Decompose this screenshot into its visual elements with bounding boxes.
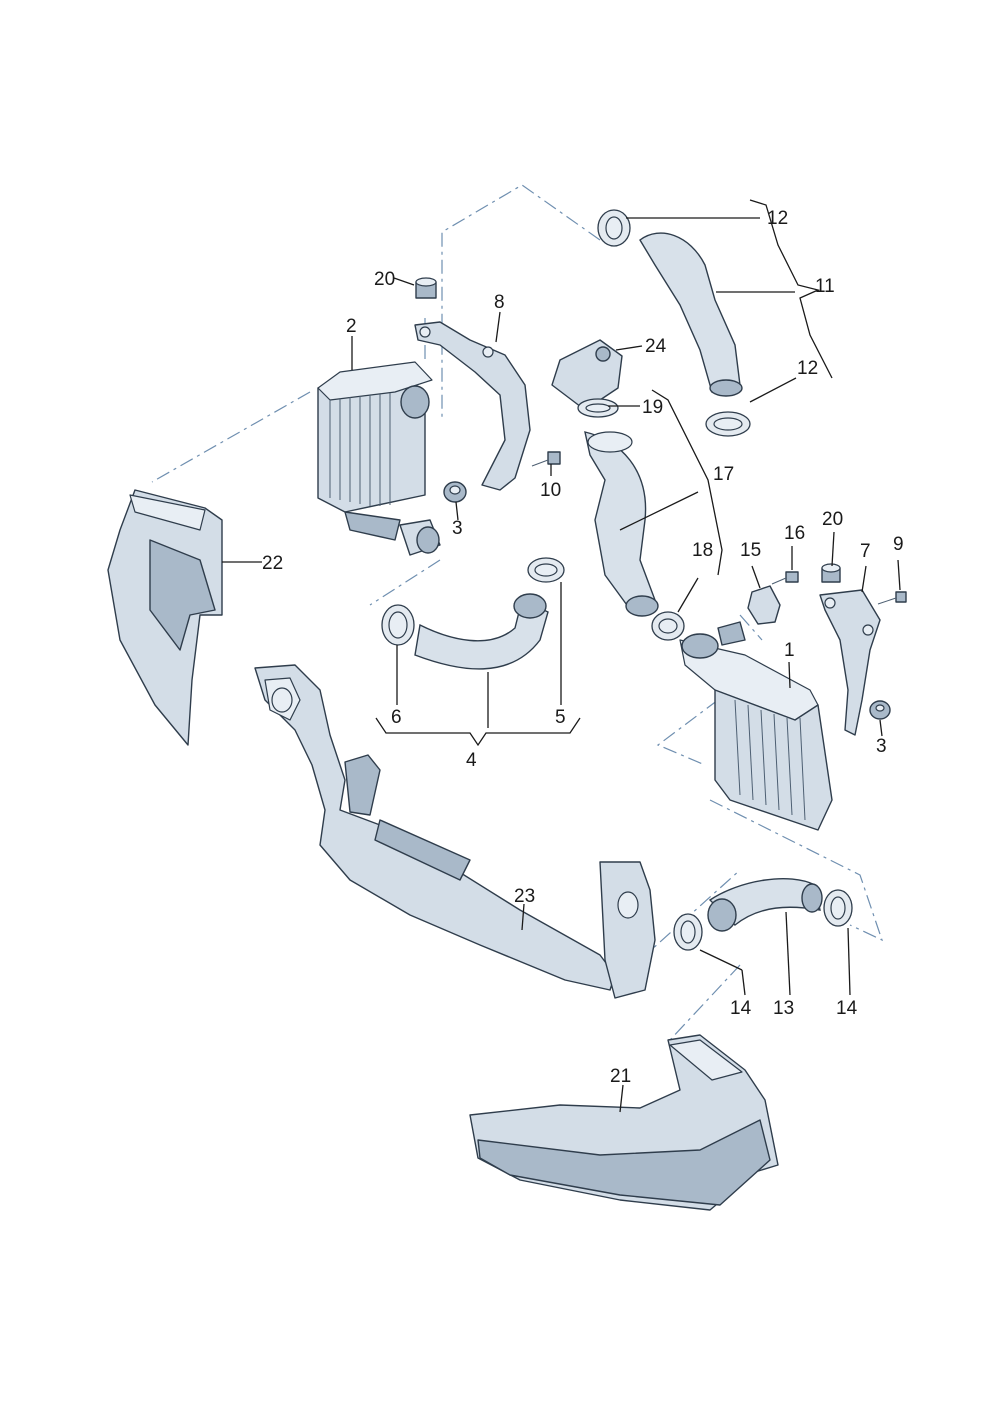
valve-24 [551, 339, 623, 411]
leader-lines [222, 199, 901, 1113]
callout-9: 9 [893, 534, 904, 555]
intercooler-right [679, 621, 833, 831]
clamp-18 [651, 611, 685, 641]
callout-14-right: 14 [836, 998, 858, 1019]
callout-12-top: 12 [767, 208, 788, 229]
callout-3-left: 3 [452, 518, 463, 539]
hose-assembly-13 [673, 878, 853, 951]
callout-10: 10 [540, 480, 561, 501]
intercooler-left [317, 361, 441, 556]
callout-22: 22 [262, 553, 283, 574]
clamp-6 [381, 604, 415, 646]
callout-4: 4 [466, 750, 477, 771]
callout-8: 8 [494, 292, 505, 313]
intercooler-left-fins [329, 393, 391, 506]
callout-12-bottom: 12 [797, 358, 818, 379]
screw-16 [771, 571, 799, 585]
clamp-12-top [597, 209, 631, 247]
callout-23: 23 [514, 886, 535, 907]
bolt-9 [877, 591, 907, 605]
callout-17: 17 [713, 464, 734, 485]
bracket-8 [414, 321, 531, 491]
grommet-3-right [869, 700, 891, 720]
callout-20-right: 20 [822, 509, 843, 530]
hose-assembly-11 [597, 209, 751, 437]
bracket-7 [819, 589, 881, 736]
callout-19: 19 [642, 397, 663, 418]
nut-20-right [821, 563, 841, 583]
clamp-14-right [823, 889, 853, 927]
callout-3-right: 3 [876, 736, 887, 757]
callout-14-left: 14 [730, 998, 752, 1019]
sensor-15 [747, 585, 781, 625]
air-guide-left [107, 489, 223, 746]
clamp-12-bottom [705, 411, 751, 437]
callout-2: 2 [346, 316, 357, 337]
callout-15: 15 [740, 540, 761, 561]
clamp-14-left [673, 913, 703, 951]
bolt-10 [531, 451, 561, 467]
callout-13: 13 [773, 998, 794, 1019]
intercooler-right-fins [734, 699, 806, 821]
callout-1: 1 [784, 640, 795, 661]
clamp-5 [527, 557, 565, 583]
callout-6: 6 [391, 707, 402, 728]
callout-7: 7 [860, 541, 871, 562]
callout-labels: 1 2 3 3 4 5 6 7 8 9 10 11 12 12 13 14 14… [262, 208, 904, 1087]
hose-17 [584, 431, 659, 617]
callout-20-left: 20 [374, 269, 395, 290]
hose-assembly-4 [381, 557, 565, 670]
nut-20-left [415, 277, 437, 299]
callout-18: 18 [692, 540, 713, 561]
callout-24: 24 [645, 336, 667, 357]
callout-11: 11 [815, 276, 835, 297]
callout-21: 21 [610, 1066, 631, 1087]
callout-5: 5 [555, 707, 566, 728]
air-guide-lower [469, 1034, 779, 1211]
clamp-19 [577, 398, 619, 418]
callout-16: 16 [784, 523, 805, 544]
grommet-3-left [443, 481, 467, 503]
carrier-23 [254, 664, 656, 999]
